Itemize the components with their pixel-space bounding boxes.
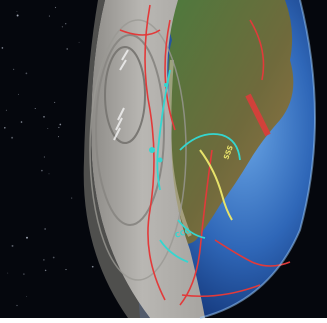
star bbox=[16, 14, 19, 17]
cross-section-face bbox=[91, 0, 205, 318]
bottom-frame bbox=[0, 318, 327, 323]
star bbox=[11, 244, 14, 247]
star bbox=[61, 26, 64, 28]
star bbox=[34, 108, 36, 109]
red-current-band bbox=[245, 93, 271, 137]
outer-core-ring bbox=[95, 34, 165, 226]
star bbox=[65, 269, 67, 271]
star-field bbox=[1, 6, 97, 307]
star bbox=[18, 93, 20, 95]
cyan-markers bbox=[149, 83, 168, 163]
cross-section-shadow bbox=[83, 0, 150, 318]
star bbox=[65, 23, 67, 25]
star bbox=[59, 123, 62, 126]
star bbox=[43, 259, 45, 261]
star bbox=[16, 11, 18, 13]
cyan-current-streams bbox=[156, 69, 241, 263]
star bbox=[52, 256, 55, 259]
star bbox=[43, 116, 45, 118]
star bbox=[91, 265, 94, 268]
star bbox=[11, 136, 14, 139]
yellow-current-stream bbox=[199, 149, 233, 221]
star bbox=[78, 41, 80, 43]
star bbox=[58, 126, 60, 128]
star bbox=[58, 136, 60, 138]
star bbox=[54, 6, 57, 9]
star bbox=[25, 72, 28, 75]
star bbox=[3, 126, 6, 129]
white-marks bbox=[113, 49, 129, 141]
star bbox=[43, 156, 45, 158]
star bbox=[48, 15, 50, 17]
star bbox=[48, 173, 50, 175]
star bbox=[12, 68, 15, 71]
atmosphere-rim bbox=[199, 0, 316, 319]
continent-landmass bbox=[162, 0, 294, 244]
star bbox=[7, 272, 9, 274]
mantle-ring bbox=[89, 19, 187, 281]
red-current-streams bbox=[119, 4, 291, 306]
inner-core-ring bbox=[104, 46, 146, 144]
star bbox=[66, 48, 68, 50]
star bbox=[26, 296, 28, 297]
star bbox=[5, 109, 7, 111]
star bbox=[71, 197, 73, 199]
star bbox=[44, 228, 46, 230]
star bbox=[47, 128, 49, 129]
star bbox=[44, 269, 47, 272]
star bbox=[26, 236, 28, 239]
star bbox=[54, 101, 56, 103]
star bbox=[16, 304, 18, 307]
star bbox=[20, 121, 23, 123]
star bbox=[41, 169, 43, 172]
star bbox=[1, 47, 4, 49]
star bbox=[23, 273, 25, 275]
